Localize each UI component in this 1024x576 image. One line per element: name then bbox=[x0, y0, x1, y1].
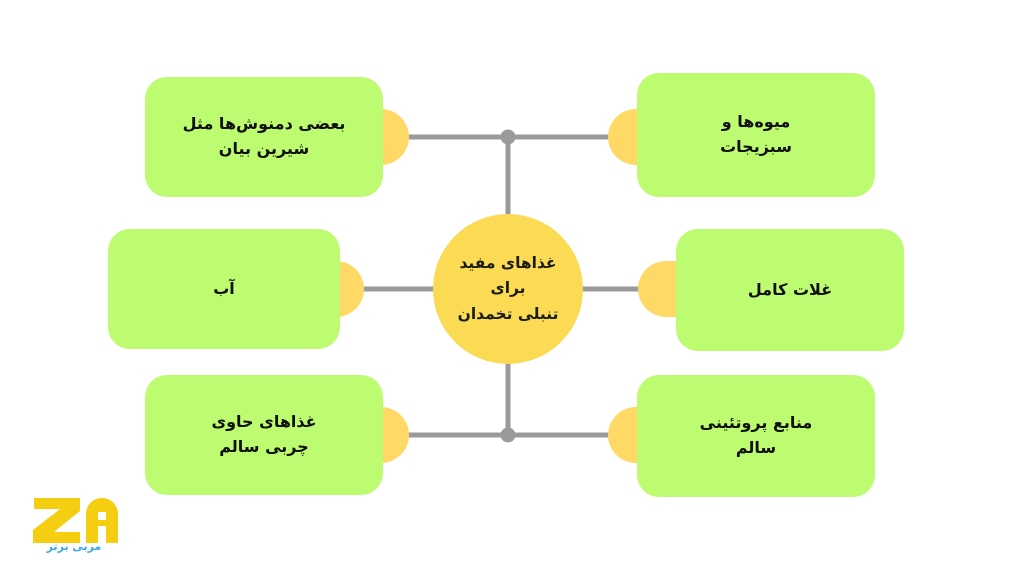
branch-node-bottom-left[interactable]: غذاهای حاوی چربی سالم bbox=[145, 375, 383, 495]
logo-subtitle: مربی برتر bbox=[46, 540, 102, 553]
branch-node-top-right-line-2: سبزیجات bbox=[720, 137, 792, 156]
za-logo-icon bbox=[33, 498, 118, 543]
branch-node-middle-left[interactable]: آب bbox=[108, 229, 340, 349]
branch-node-bottom-right[interactable]: منابع پروتئینی سالم bbox=[637, 375, 875, 497]
watermark-logo: مربی برتر bbox=[12, 496, 120, 562]
branch-node-top-left-line-1: بعضی دمنوش‌ها مثل bbox=[182, 114, 346, 134]
branch-node-middle-left-line-1: آب bbox=[213, 278, 235, 298]
branch-node-bottom-left-line-2: چربی سالم bbox=[219, 437, 309, 456]
center-node[interactable]: غذاهای مفید برای تنبلی تخمدان bbox=[433, 214, 583, 364]
branch-node-top-left-line-2: شیرین بیان bbox=[218, 139, 310, 158]
branch-node-middle-right-line-1: غلات کامل bbox=[747, 279, 833, 299]
branch-node-top-right-line-1: میوه‌ها و bbox=[721, 112, 791, 132]
branch-node-bottom-right-line-2: سالم bbox=[735, 438, 777, 457]
junction-dot-top bbox=[500, 129, 516, 145]
center-node-line-3: تنبلی تخمدان bbox=[457, 304, 559, 323]
branch-node-bottom-right-line-1: منابع پروتئینی bbox=[699, 413, 813, 433]
center-node-line-1: غذاهای مفید bbox=[459, 254, 557, 273]
junction-dot-bottom bbox=[500, 427, 516, 443]
center-node-line-2: برای bbox=[490, 279, 526, 298]
branch-node-bottom-left-line-1: غذاهای حاوی bbox=[211, 412, 317, 432]
branch-node-top-left[interactable]: بعضی دمنوش‌ها مثل شیرین بیان bbox=[145, 77, 383, 197]
branch-node-middle-right[interactable]: غلات کامل bbox=[676, 229, 904, 351]
branch-node-top-right[interactable]: میوه‌ها و سبزیجات bbox=[637, 73, 875, 197]
